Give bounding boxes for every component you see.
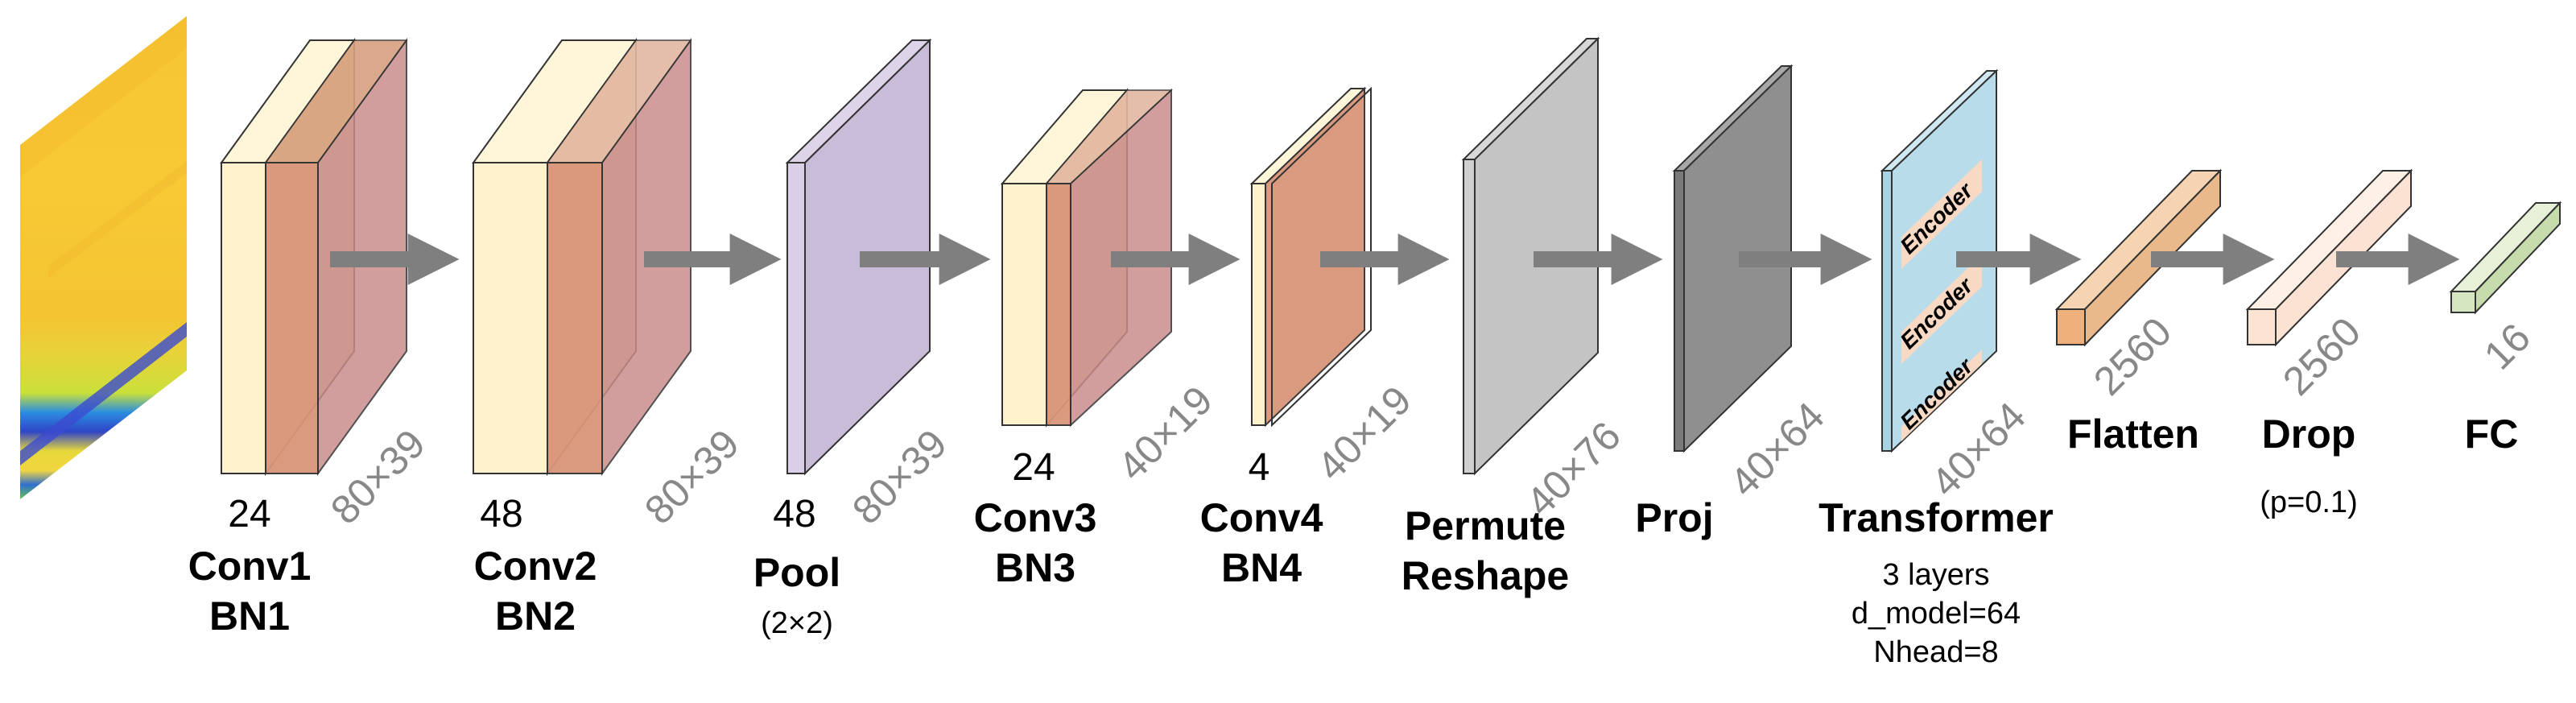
proj-block — [1672, 64, 1794, 453]
layer-label-line: Conv3 — [973, 495, 1097, 540]
layer-label-line: BN2 — [494, 593, 576, 639]
channels-conv2: 48 — [480, 493, 523, 536]
input-spectrogram — [20, 16, 187, 499]
layer-label-line: Conv1 — [188, 544, 312, 589]
layer-label-line: Conv4 — [1199, 495, 1323, 540]
layer-label-line: Flatten — [2067, 411, 2199, 457]
layer-label-flatten: Flatten — [2045, 409, 2222, 459]
transformer-detail-line: Nhead=8 — [1873, 635, 1999, 669]
layer-label-line: BN3 — [994, 545, 1076, 590]
drop-note: (p=0.1) — [2260, 486, 2358, 519]
transformer-detail-line: 3 layers — [1882, 558, 1990, 592]
layer-label-line: Reshape — [1401, 553, 1570, 598]
channels-conv1: 24 — [228, 493, 271, 536]
transformer-details: 3 layers d_model=64 Nhead=8 — [1791, 556, 2081, 672]
layer-label-transformer: Transformer — [1791, 493, 2081, 543]
fc-block — [2449, 201, 2562, 315]
layer-label-line: BN4 — [1220, 545, 1302, 590]
channels-conv4: 4 — [1248, 446, 1270, 489]
layer-label-pool: Pool — [716, 548, 877, 598]
layer-label-line: FC — [2464, 411, 2519, 457]
conv2-block — [472, 37, 692, 477]
layer-label-conv2: Conv2 BN2 — [455, 541, 616, 641]
layer-label-line: Drop — [2261, 411, 2356, 457]
layer-label-line: Conv2 — [473, 544, 597, 589]
layer-label-line: Permute — [1404, 503, 1567, 548]
layer-label-drop: Drop — [2228, 409, 2389, 459]
layer-label-proj: Proj — [1610, 493, 1739, 543]
layer-label-line: Pool — [753, 550, 841, 595]
layer-label-line: Proj — [1635, 495, 1714, 540]
layer-label-conv1: Conv1 BN1 — [169, 541, 330, 641]
layer-label-fc: FC — [2431, 409, 2552, 459]
layer-label-conv4: Conv4 BN4 — [1181, 493, 1342, 593]
conv4-block — [1249, 86, 1372, 428]
pool-note: (2×2) — [761, 606, 833, 640]
layer-label-line: BN1 — [208, 593, 291, 639]
layer-label-permute: Permute Reshape — [1373, 501, 1598, 601]
transformer-detail-line: d_model=64 — [1851, 597, 2021, 631]
layer-label-conv3: Conv3 BN3 — [955, 493, 1116, 593]
channels-pool: 48 — [773, 493, 816, 536]
transformer-block — [1880, 68, 1999, 453]
layer-label-line: Transformer — [1818, 495, 2054, 540]
channels-conv3: 24 — [1012, 446, 1055, 489]
